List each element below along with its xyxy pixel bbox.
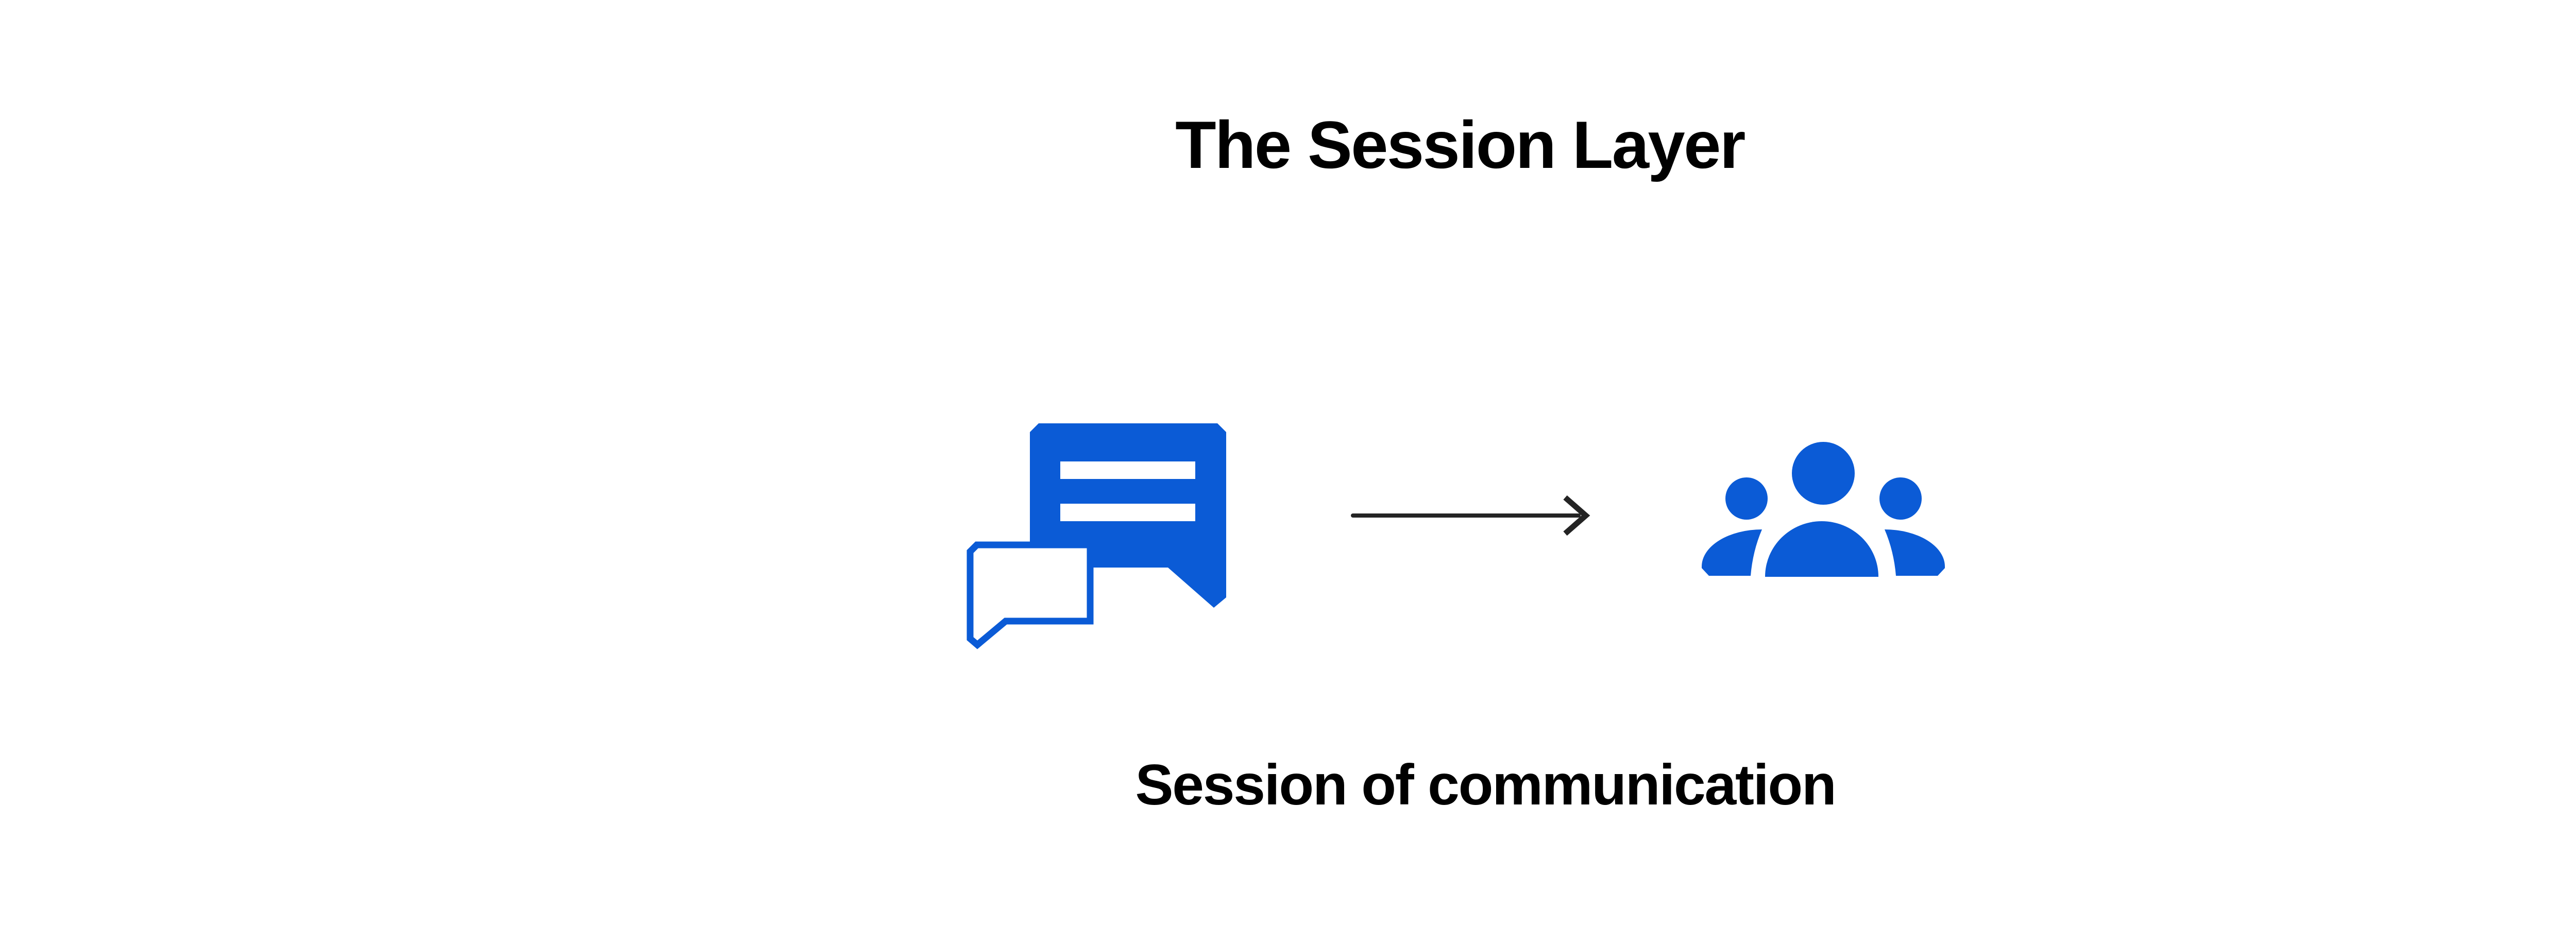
person-right-body	[1885, 529, 1945, 576]
page-title: The Session Layer	[1175, 107, 1745, 182]
chat-bubble-small	[967, 541, 1094, 649]
chat-text-line-1	[1060, 461, 1195, 479]
people-group-icon	[1702, 442, 1945, 577]
arrow-right-icon	[1351, 495, 1590, 536]
person-center-head	[1792, 442, 1855, 505]
chat-text-line-2	[1060, 504, 1195, 521]
person-center-body	[1765, 521, 1878, 577]
person-right-head	[1879, 477, 1922, 520]
caption-label: Session of communication	[1135, 753, 1836, 817]
chat-bubbles-icon	[967, 423, 1226, 649]
person-left-body	[1702, 529, 1762, 576]
arrow-head	[1563, 495, 1590, 536]
person-left-head	[1725, 477, 1768, 520]
